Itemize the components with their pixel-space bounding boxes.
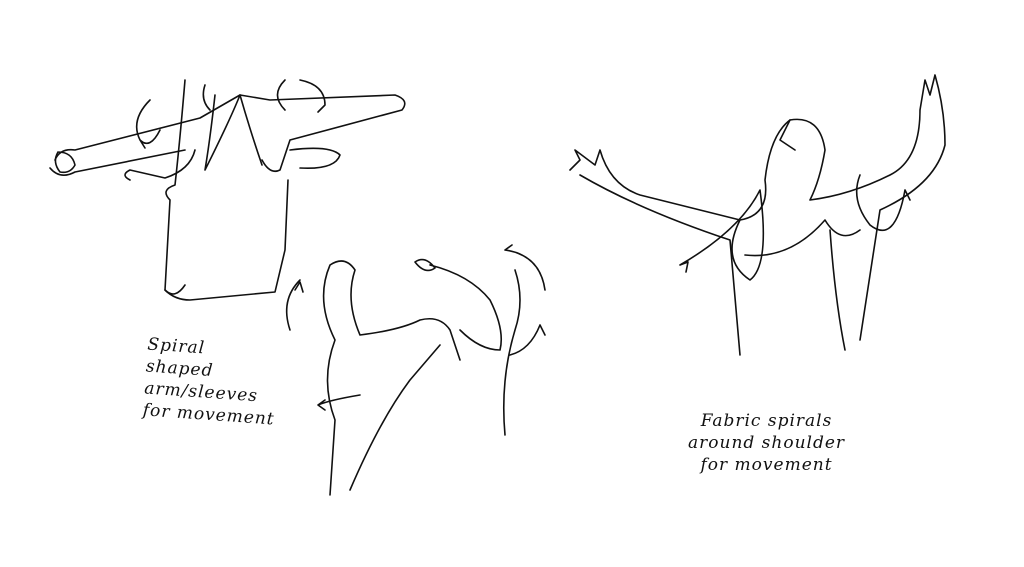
shoulder-spiral-sketch — [285, 244, 546, 496]
annotation-line: for movement — [700, 455, 833, 475]
annotation-spiral-sleeves: Spiral shaped arm/sleeves for movement — [142, 334, 280, 431]
annotation-line: Fabric spirals — [700, 411, 833, 431]
garment-sketch — [49, 79, 406, 301]
annotation-line: around shoulder — [688, 433, 846, 453]
figure-sketch — [569, 74, 946, 356]
annotation-fabric-spirals: Fabric spirals around shoulder for movem… — [688, 410, 845, 476]
